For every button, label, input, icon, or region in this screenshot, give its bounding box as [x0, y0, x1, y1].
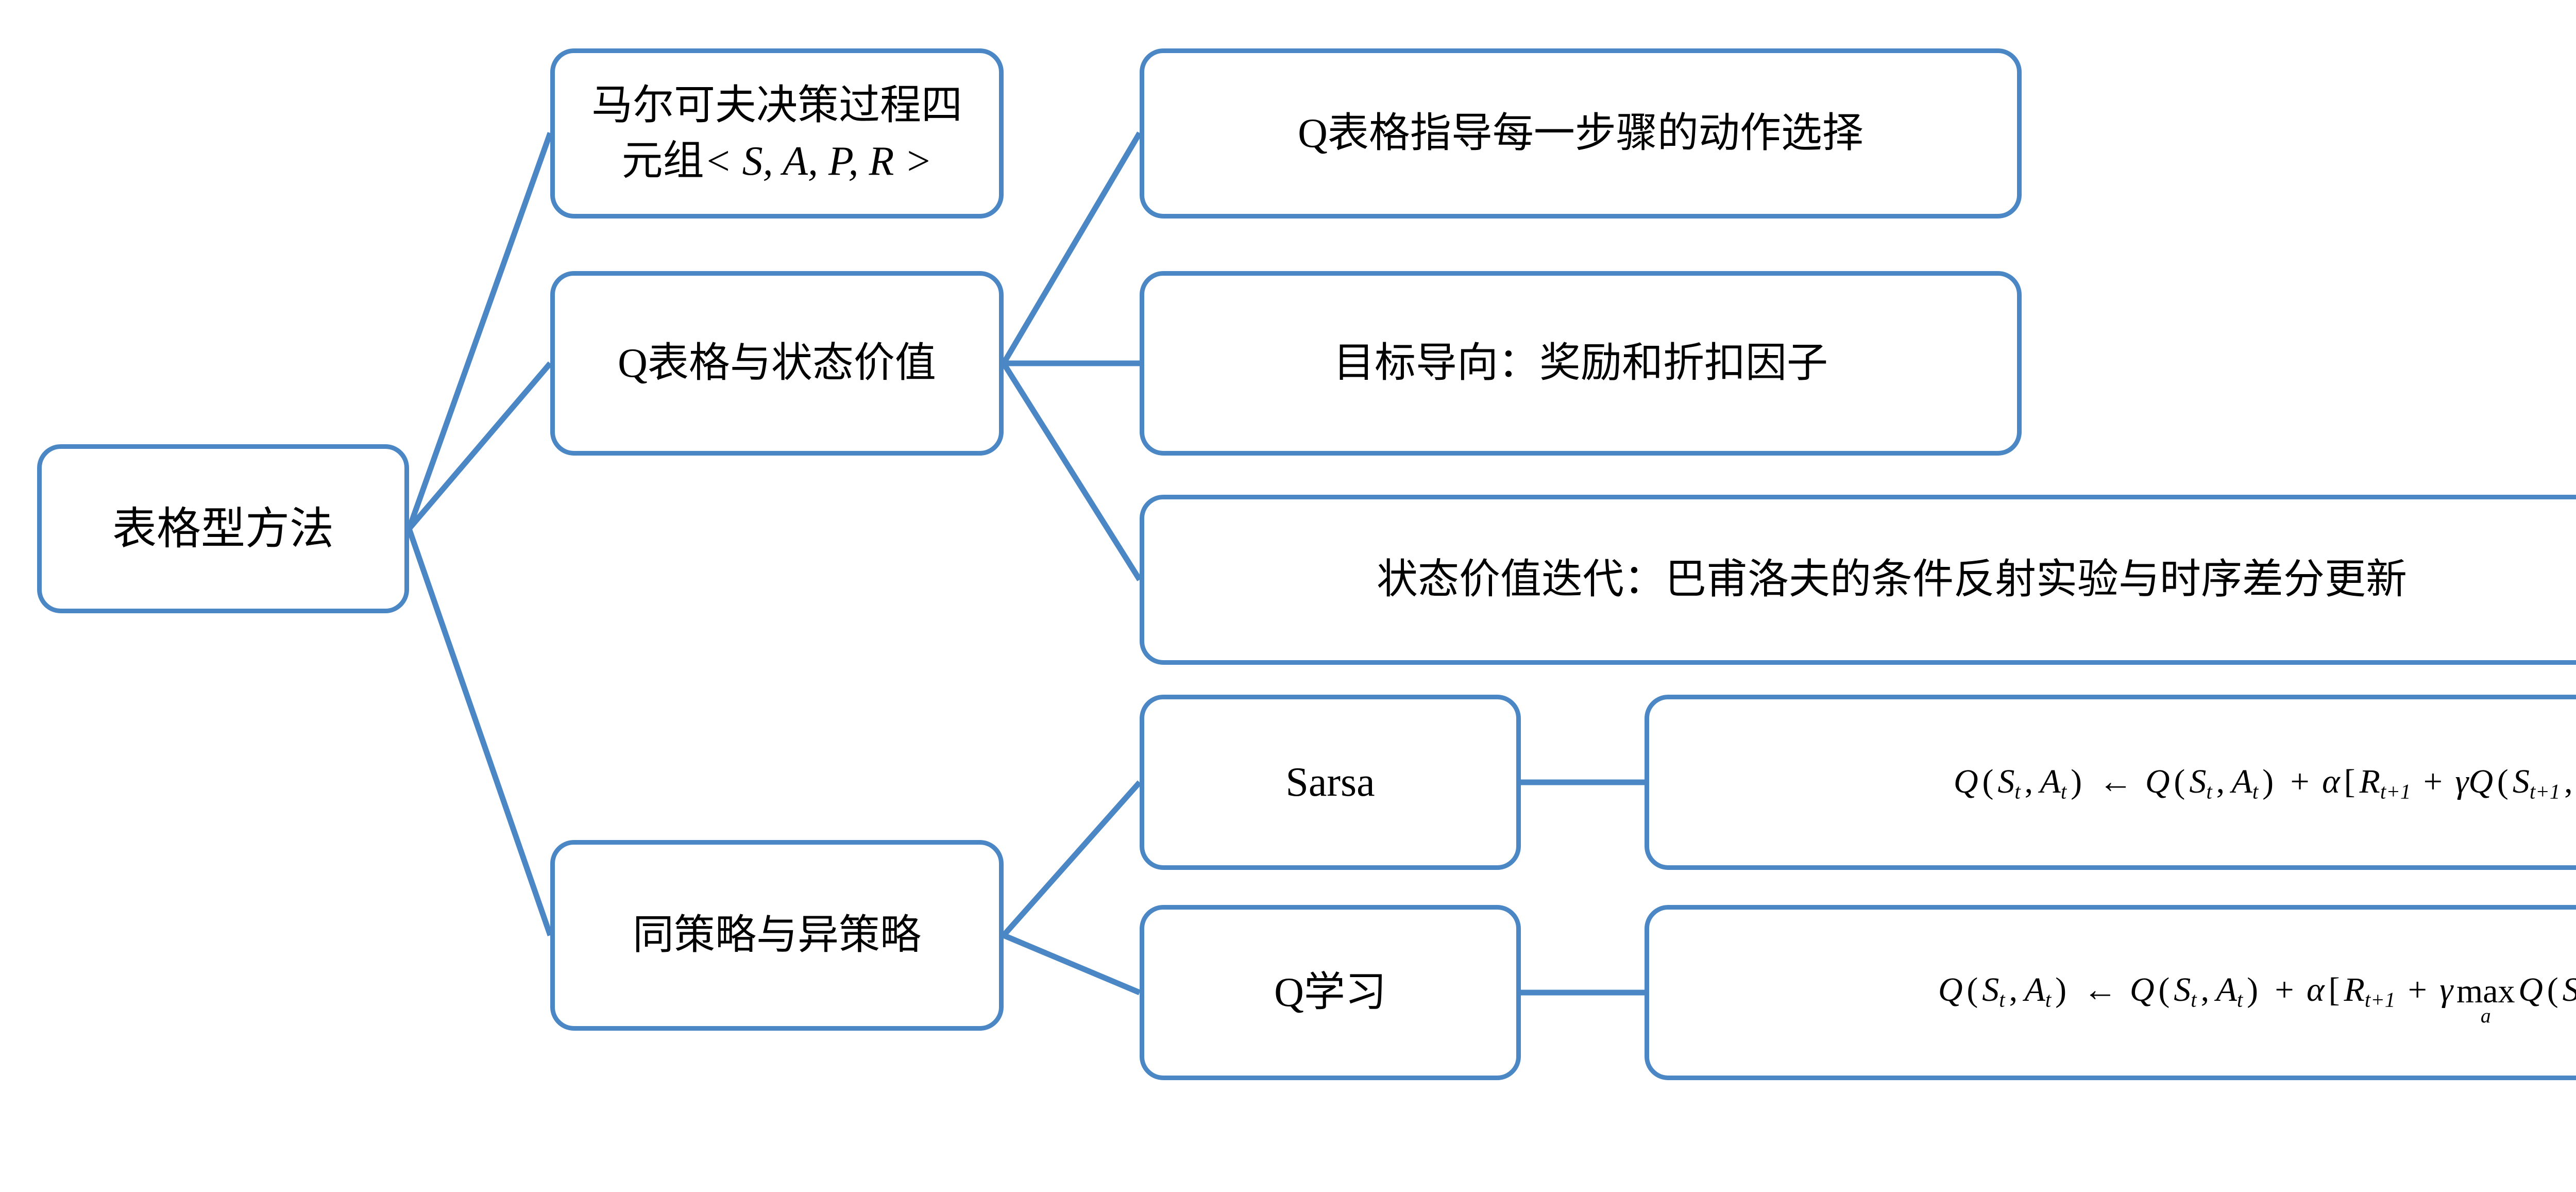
- node-q-table-action-selection[interactable]: Q表格指导每一步骤的动作选择: [1140, 48, 2022, 219]
- node-policy-label: 同策略与异策略: [633, 913, 921, 958]
- node-q-table-state-value[interactable]: Q表格与状态价值: [550, 271, 1004, 456]
- node-sarsa-label: Sarsa: [1285, 760, 1375, 805]
- edge-qtable-qguide: [1001, 131, 1142, 365]
- node-goal-label: 目标导向：奖励和折扣因子: [1333, 341, 1828, 386]
- node-valueiter-label: 状态价值迭代：巴甫洛夫的条件反射实验与时序差分更新: [1377, 557, 2407, 602]
- edge-policy-qlearn: [1002, 932, 1141, 996]
- node-mdp-label: 马尔可夫决策过程四元组< S, A, P, R >: [591, 78, 962, 189]
- node-mdp-line2-prefix: 元组: [621, 139, 704, 184]
- node-qtable-label: Q表格与状态价值: [618, 341, 936, 386]
- node-qlearn-label: Q学习: [1274, 970, 1386, 1015]
- edge-root-policy: [406, 528, 553, 936]
- node-state-value-iteration[interactable]: 状态价值迭代：巴甫洛夫的条件反射实验与时序差分更新: [1140, 495, 2576, 665]
- node-mdp-tuple-symbols: < S, A, P, R >: [704, 139, 933, 184]
- max-operator-label: max: [2456, 972, 2515, 1010]
- node-mdp-line1: 马尔可夫决策过程四: [591, 83, 962, 128]
- max-operator-subscript: a: [2480, 1004, 2491, 1027]
- node-mdp-tuple[interactable]: 马尔可夫决策过程四元组< S, A, P, R >: [550, 48, 1004, 219]
- node-q-learning[interactable]: Q学习: [1140, 905, 1521, 1080]
- sarsa-equation-expression: Q(St, At) ← Q(St, At) + α[Rt+1 + γQ(St+1…: [1953, 763, 2573, 803]
- node-qguide-label: Q表格指导每一步骤的动作选择: [1298, 111, 1863, 156]
- edge-root-mdp: [406, 132, 553, 530]
- edge-root-qtable: [406, 361, 553, 531]
- node-root-tabular-methods[interactable]: 表格型方法: [37, 444, 409, 613]
- node-goal-oriented-reward-discount[interactable]: 目标导向：奖励和折扣因子: [1140, 271, 2022, 456]
- edge-policy-sarsa: [1001, 780, 1142, 937]
- node-sarsa[interactable]: Sarsa: [1140, 695, 1521, 870]
- node-on-policy-off-policy[interactable]: 同策略与异策略: [550, 840, 1004, 1031]
- node-root-label: 表格型方法: [112, 503, 334, 553]
- edge-qtable-valueiter: [1001, 362, 1142, 581]
- node-sarsa-update-equation[interactable]: Q(St, At) ← Q(St, At) + α[Rt+1 + γQ(St+1…: [1645, 695, 2576, 870]
